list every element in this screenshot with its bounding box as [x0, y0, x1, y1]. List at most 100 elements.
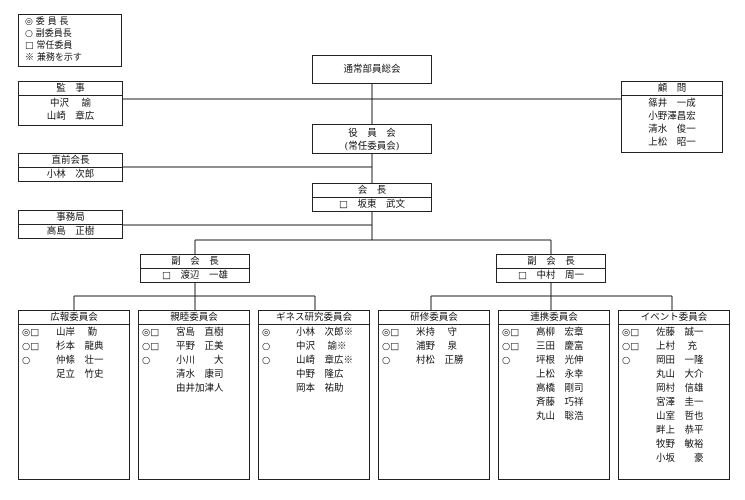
board-subtitle: (常任委員会): [344, 141, 400, 152]
member-name: 上村 充: [656, 341, 698, 352]
member-role-mark: ○: [262, 341, 271, 352]
committee-member: 宮澤 圭一: [619, 396, 729, 409]
member-name: 岡村 信雄: [656, 383, 704, 394]
member-name: 三田 慶富: [536, 341, 584, 352]
member-role-mark: ○: [142, 355, 151, 366]
member-role-mark: ◎□: [382, 327, 400, 338]
member-name: 丸山 聡浩: [536, 411, 584, 422]
member-role-mark: ○□: [382, 341, 400, 352]
member-name: 山崎 章広※: [296, 355, 354, 366]
member-name: 米持 守: [416, 327, 458, 338]
committee-member: ○山崎 章広※: [259, 354, 369, 367]
general-assembly-label: 通常部員総会: [343, 64, 401, 75]
committee-member: 小坂 豪: [619, 452, 729, 465]
member-name: 小川 大: [176, 355, 224, 366]
legend-item: □ 常任委員: [25, 41, 73, 51]
auditor-name: 山崎 章広: [46, 111, 95, 122]
committee-member: 足立 竹史: [19, 368, 129, 381]
member-name: 宮澤 圭一: [656, 397, 704, 408]
committee-title: 親睦委員会: [139, 311, 249, 325]
committee-member: 畔上 恭平: [619, 424, 729, 437]
member-name: 中沢 諭※: [296, 341, 347, 352]
vice-president-title: 副 会 長: [141, 255, 249, 269]
committee-member: 岡本 祐助: [259, 382, 369, 395]
legend-item: ※ 兼務を示す: [25, 53, 82, 63]
committee-member: 清水 康司: [139, 368, 249, 381]
president-name: □ 坂東 武文: [339, 199, 405, 210]
committee-member: 斉藤 巧祥: [499, 396, 609, 409]
member-name: 清水 康司: [176, 369, 224, 380]
member-name: 仲條 壮一: [56, 355, 104, 366]
committee-member: 山室 哲也: [619, 410, 729, 423]
vice-president-name: □ 中村 周一: [518, 270, 584, 281]
committee-member: ◎□宮島 直樹: [139, 326, 249, 339]
committee-member: 丸山 聡浩: [499, 410, 609, 423]
member-name: 佐藤 誠一: [656, 327, 704, 338]
secretariat-box: 事務局 高島 正樹: [18, 210, 123, 239]
committee-member: 中野 隆広: [259, 368, 369, 381]
member-name: 由井加津人: [176, 383, 224, 394]
committee-box: イベント委員会◎□佐藤 誠一○□上村 充○岡田 一隆丸山 大介岡村 信雄宮澤 圭…: [618, 310, 730, 480]
committee-title: ギネス研究委員会: [259, 311, 369, 325]
committee-member: 上松 永幸: [499, 368, 609, 381]
advisor-name: 篠井 一成: [648, 98, 696, 109]
member-role-mark: ○□: [22, 341, 40, 352]
auditor-name: 中沢 諭: [49, 98, 92, 109]
member-name: 岡田 一隆: [656, 355, 704, 366]
committee-member: 岡村 信雄: [619, 382, 729, 395]
member-name: 牧野 敏裕: [656, 439, 704, 450]
committee-box: 広報委員会◎□山岸 勤○□杉本 龍典○仲條 壮一足立 竹史: [18, 310, 130, 480]
member-name: 山岸 勤: [56, 327, 98, 338]
member-role-mark: ◎: [262, 327, 271, 338]
secretariat-title: 事務局: [19, 211, 122, 225]
member-role-mark: ○: [502, 355, 511, 366]
secretariat-name: 高島 正樹: [46, 226, 95, 237]
vice-president-title: 副 会 長: [497, 255, 605, 269]
member-role-mark: ◎□: [142, 327, 160, 338]
member-role-mark: ○□: [502, 341, 520, 352]
committee-member: ○ 中沢 諭※: [259, 340, 369, 353]
auditors-title: 監 事: [19, 82, 122, 96]
general-assembly-box: 通常部員総会: [312, 55, 432, 84]
committee-box: 親睦委員会◎□宮島 直樹○□平野 正美 ○ 小川 大清水 康司由井加津人: [138, 310, 250, 480]
board-title: 役 員 会: [348, 128, 396, 139]
committee-member: 丸山 大介: [619, 368, 729, 381]
member-role-mark: ○□: [142, 341, 160, 352]
committee-box: 研修委員会◎□米持 守○□浦野 泉○村松 正勝: [378, 310, 490, 480]
vice-president-name: □ 渡辺 一雄: [162, 270, 228, 281]
committee-member: ○ 仲條 壮一: [19, 354, 129, 367]
member-name: 斉藤 巧祥: [536, 397, 584, 408]
advisor-name: 上松 昭一: [648, 137, 696, 148]
member-name: 浦野 泉: [416, 341, 458, 352]
former-president-name: 小林 次郎: [46, 169, 95, 180]
committee-box: 連携委員会 ◎□ 高柳 宏章 ○□ 三田 慶富 ○坪根 光伸上松 永幸高橋 剛司斉藤 巧祥…: [498, 310, 610, 480]
member-role-mark: ◎□: [502, 327, 520, 338]
committee-member: ○□ 三田 慶富: [499, 340, 609, 353]
former-president-title: 直前会長: [19, 154, 122, 168]
committee-title: イベント委員会: [619, 311, 729, 325]
member-name: 杉本 龍典: [56, 341, 104, 352]
committee-member: ◎□ 佐藤 誠一: [619, 326, 729, 339]
advisors-box: 顧 問 篠井 一成 小野澤昌宏 清水 俊一 上松 昭一: [621, 81, 723, 153]
legend-item: ◎ 委 員 長: [25, 17, 69, 27]
member-role-mark: ◎□: [622, 327, 640, 338]
member-name: 高橋 剛司: [536, 383, 584, 394]
member-role-mark: ○: [22, 355, 31, 366]
committee-member: ○□平野 正美: [139, 340, 249, 353]
vice-president-box: 副 会 長 □ 渡辺 一雄: [140, 254, 250, 283]
committee-member: ○坪根 光伸: [499, 354, 609, 367]
committee-member: ○村松 正勝: [379, 354, 489, 367]
committee-member: ○ 小川 大: [139, 354, 249, 367]
advisors-title: 顧 問: [622, 82, 722, 96]
committee-title: 連携委員会: [499, 311, 609, 325]
member-name: 高柳 宏章: [536, 327, 584, 338]
member-name: 山室 哲也: [656, 411, 704, 422]
member-name: 畔上 恭平: [656, 425, 704, 436]
committee-box: ギネス研究委員会◎小林 次郎※○中沢 諭※○山崎 章広※中野 隆広岡本 祐助: [258, 310, 370, 480]
committee-member: 由井加津人: [139, 382, 249, 395]
committee-member: ◎□ 高柳 宏章: [499, 326, 609, 339]
president-title: 会 長: [313, 184, 431, 198]
committee-title: 広報委員会: [19, 311, 129, 325]
